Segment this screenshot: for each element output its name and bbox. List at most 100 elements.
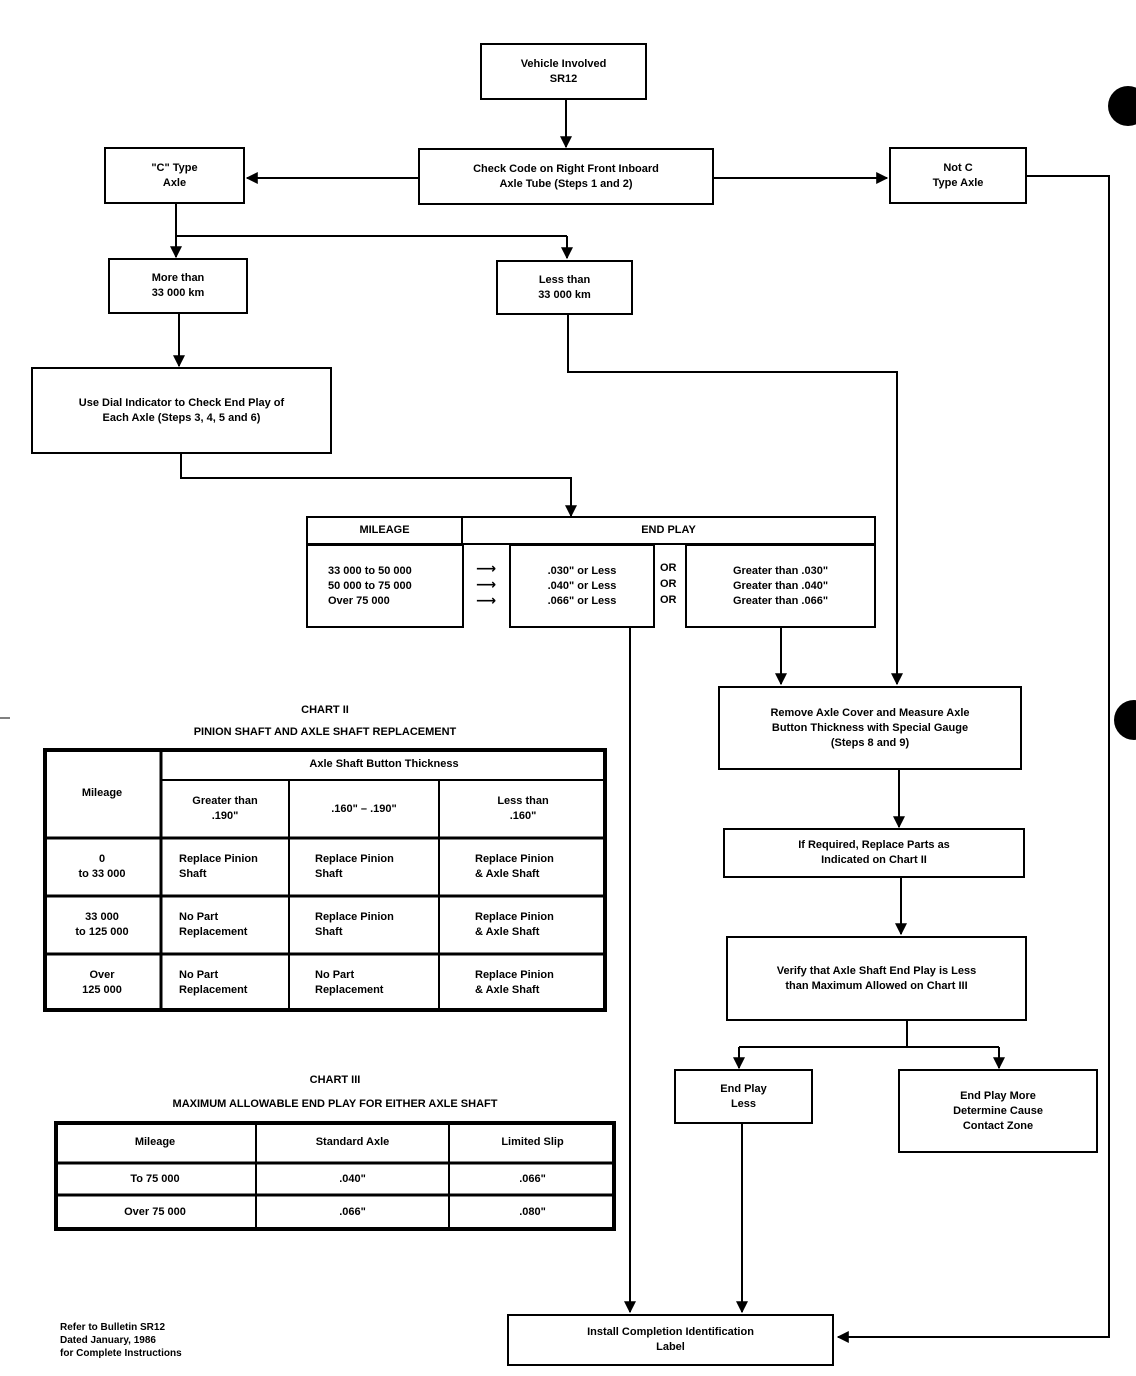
chart2-cell: Replace Pinion & Axle Shaft: [439, 954, 607, 1012]
cell-text: Shaft: [315, 868, 343, 880]
cell-text: .040": [339, 1172, 366, 1185]
box-line: Not C: [943, 161, 973, 174]
header-label: Less than: [497, 795, 549, 807]
cell-text: 33 000: [85, 911, 119, 923]
chart3-table: Mileage Standard Axle Limited Slip To 75…: [54, 1121, 616, 1231]
box-line: Vehicle Involved: [520, 57, 607, 70]
box-line: Each Axle (Steps 3, 4, 5 and 6): [102, 411, 261, 424]
box-line: Verify that Axle Shaft End Play is Less: [776, 964, 977, 977]
arrow-column: ⟶ ⟶ ⟶: [476, 560, 496, 608]
or-column: OR OR OR: [660, 560, 677, 608]
box-dial-indicator: Use Dial Indicator to Check End Play of …: [31, 367, 332, 454]
header-label: Limited Slip: [501, 1135, 564, 1148]
header-label: Mileage: [81, 786, 123, 799]
footnote-line: for Complete Instructions: [60, 1348, 182, 1359]
header-label: MILEAGE: [359, 524, 410, 536]
box-line: 33 000 km: [538, 288, 591, 301]
end-play-value: Greater than .066": [732, 594, 829, 607]
hole-punch-mark: [1108, 86, 1136, 126]
box-if-required: If Required, Replace Parts as Indicated …: [723, 828, 1025, 878]
chart2-cell: Replace Pinion & Axle Shaft: [439, 838, 607, 896]
box-line: Axle Tube (Steps 1 and 2): [499, 177, 633, 190]
cell-text: Replace Pinion: [475, 969, 554, 981]
end-play-value: .040" or Less: [547, 579, 617, 592]
cell-text: To 75 000: [130, 1172, 180, 1185]
or-label: OR: [660, 594, 677, 606]
box-line: Indicated on Chart II: [821, 854, 927, 866]
cell-text: 125 000: [82, 984, 122, 996]
box-line: Contact Zone: [962, 1119, 1034, 1132]
chart3-cell: .066": [256, 1195, 449, 1229]
header-label: .160" – .190": [331, 802, 397, 815]
cell-text: .080": [519, 1205, 546, 1218]
cell-text: to 125 000: [75, 926, 129, 938]
box-check-code: Check Code on Right Front Inboard Axle T…: [418, 148, 714, 205]
cell-text: Replace Pinion: [315, 911, 394, 923]
chart2-cell: Replace Pinion Shaft: [161, 838, 289, 896]
box-install-label: Install Completion Identification Label: [507, 1314, 834, 1366]
end-play-value: Greater than .040": [732, 579, 829, 592]
chart3-cell: .040": [256, 1163, 449, 1195]
chart2-cell: Replace Pinion Shaft: [289, 896, 439, 954]
footnote: Refer to Bulletin SR12 Dated January, 19…: [60, 1321, 182, 1360]
cell-text: Shaft: [315, 926, 343, 938]
box-line: Less: [730, 1097, 757, 1110]
cell-text: Replacement: [315, 984, 384, 996]
chart2-group-header: Axle Shaft Button Thickness: [161, 748, 607, 780]
box-line: Button Thickness with Special Gauge: [771, 721, 969, 734]
chart2-subtitle: PINION SHAFT AND AXLE SHAFT REPLACEMENT: [193, 726, 457, 738]
box-line: Use Dial Indicator to Check End Play of: [78, 396, 285, 409]
box-line: Remove Axle Cover and Measure Axle: [770, 706, 970, 719]
chart2-cell: No Part Replacement: [289, 954, 439, 1012]
header-label: END PLAY: [641, 524, 696, 536]
box-c-type-axle: "C" Type Axle: [104, 147, 245, 204]
cell-text: Replace Pinion: [475, 853, 554, 865]
chart2-col-header: .160" – .190": [289, 780, 439, 838]
box-line: If Required, Replace Parts as: [798, 839, 950, 851]
cell-text: Over: [89, 969, 115, 981]
cell-text: to 33 000: [78, 868, 126, 880]
cell-text: No Part: [315, 969, 355, 981]
box-line: More than: [151, 272, 205, 284]
cell-text: No Part: [179, 911, 219, 923]
box-verify-end-play: Verify that Axle Shaft End Play is Less …: [726, 936, 1027, 1021]
end-play-greater-cell: Greater than .030" Greater than .040" Gr…: [685, 544, 876, 628]
box-line: Axle: [162, 176, 187, 189]
right-arrow-icon: ⟶: [476, 592, 497, 608]
chart2-cell: Replace Pinion Shaft: [289, 838, 439, 896]
chart2-col-header: Greater than .190": [161, 780, 289, 838]
end-play-value: Greater than .030": [732, 564, 829, 577]
box-line: Check Code on Right Front Inboard: [473, 162, 659, 175]
chart2-row-mileage: 0 to 33 000: [43, 838, 161, 896]
box-line: SR12: [549, 72, 578, 85]
box-vehicle-involved: Vehicle Involved SR12: [480, 43, 647, 100]
box-line: End Play More: [960, 1089, 1036, 1102]
box-line: than Maximum Allowed on Chart III: [785, 979, 968, 992]
box-line: End Play: [720, 1082, 767, 1095]
chart3-subtitle: MAXIMUM ALLOWABLE END PLAY FOR EITHER AX…: [172, 1098, 498, 1110]
cell-text: 0: [98, 853, 106, 865]
chart2-cell: Replace Pinion & Axle Shaft: [439, 896, 607, 954]
chart2-row-mileage: 33 000 to 125 000: [43, 896, 161, 954]
header-label: Standard Axle: [315, 1135, 390, 1148]
chart2-row-mileage: Over 125 000: [43, 954, 161, 1012]
cell-text: & Axle Shaft: [475, 868, 540, 880]
cell-text: & Axle Shaft: [475, 926, 540, 938]
header-label: .160": [509, 810, 537, 822]
box-end-play-less: End Play Less: [674, 1069, 813, 1124]
chart2-table: Mileage Axle Shaft Button Thickness Grea…: [43, 748, 607, 1012]
header-label: Greater than: [192, 795, 258, 807]
mileage-range: 33 000 to 50 000: [328, 564, 412, 577]
cell-text: Replacement: [179, 984, 248, 996]
chart3-title: CHART III: [309, 1074, 361, 1086]
header-label: .190": [211, 810, 239, 822]
box-line: Type Axle: [932, 176, 984, 189]
chart2-mileage-header: Mileage: [43, 748, 161, 838]
chart3-cell: To 75 000: [54, 1163, 256, 1195]
right-arrow-icon: ⟶: [476, 576, 497, 592]
chart2-col-header: Less than .160": [439, 780, 607, 838]
header-label: Axle Shaft Button Thickness: [309, 757, 459, 770]
chart2-cell: No Part Replacement: [161, 896, 289, 954]
or-label: OR: [660, 578, 677, 590]
end-play-less-cell: .030" or Less .040" or Less .066" or Les…: [509, 544, 655, 628]
